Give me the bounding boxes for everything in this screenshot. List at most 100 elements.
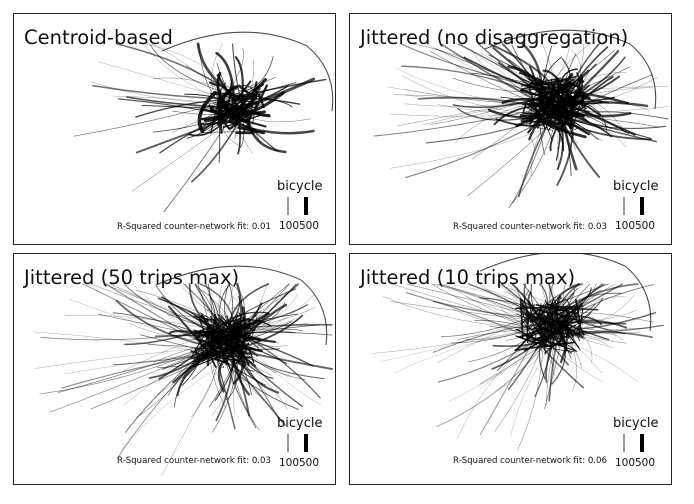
route-segment [557, 84, 587, 110]
route-segment [213, 320, 219, 332]
route-segment [231, 314, 239, 330]
route-segment [534, 283, 609, 313]
route-segment [243, 96, 262, 133]
map-panel-centroid: Centroid-based bicycle 100 500 R-Squared… [13, 13, 336, 245]
legend-title: bicycle [613, 179, 659, 194]
route-segment [519, 298, 524, 339]
route-segment [200, 349, 229, 365]
route-segment [535, 302, 584, 351]
route-segment [204, 354, 251, 364]
legend-line-samples [623, 197, 644, 215]
route-network-map [373, 29, 669, 209]
route-segment [558, 324, 580, 349]
route-lines [32, 265, 333, 477]
route-network-map [372, 254, 664, 450]
route-segment [226, 80, 233, 112]
route-segment [521, 303, 549, 341]
route-segment [570, 87, 653, 98]
route-segment [209, 92, 259, 105]
route-segment [105, 283, 219, 353]
route-lines [373, 29, 669, 209]
route-segment [195, 328, 227, 352]
legend-line-samples [287, 197, 308, 215]
route-segment [193, 322, 247, 360]
route-segment [250, 88, 261, 103]
legend-line-samples [287, 434, 308, 452]
route-segment [566, 299, 578, 320]
route-segment [528, 300, 548, 330]
route-segment [145, 43, 236, 94]
route-segment [566, 311, 592, 332]
route-segment [529, 82, 572, 103]
legend-label-500: 500 [299, 457, 320, 469]
route-lines [372, 254, 664, 450]
route-segment [135, 289, 231, 330]
route-segment [554, 113, 667, 130]
route-segment [394, 327, 552, 374]
route-segment [205, 333, 222, 366]
legend-label-100: 100 [615, 220, 636, 232]
route-segment [135, 99, 226, 118]
legend-label-100: 100 [279, 457, 300, 469]
route-segment [391, 283, 534, 326]
route-segment [525, 308, 531, 340]
route-segment [238, 312, 245, 320]
route-segment [240, 345, 265, 351]
route-segment [523, 119, 528, 122]
legend-title: bicycle [613, 416, 659, 431]
route-segment [544, 305, 549, 320]
route-segment [577, 319, 582, 323]
route-segment [548, 311, 577, 321]
route-segment [541, 283, 556, 313]
route-segment [533, 334, 554, 340]
map-panel-jittered-50-trips: Jittered (50 trips max) bicycle 100 500 … [13, 253, 336, 485]
coastline-route [161, 31, 334, 112]
panel-title: Centroid-based [24, 26, 173, 49]
route-segment [202, 345, 238, 358]
route-segment [209, 81, 220, 88]
route-segment [523, 85, 556, 92]
route-segment [214, 91, 254, 100]
panel-title: Jittered (50 trips max) [24, 266, 240, 289]
route-segment [571, 91, 585, 132]
legend-label-100: 100 [615, 457, 636, 469]
route-segment [210, 83, 256, 108]
route-segment [550, 78, 555, 120]
route-segment [230, 355, 246, 368]
route-segment [551, 340, 566, 385]
route-segment [210, 95, 220, 135]
route-segment [544, 299, 566, 349]
route-segment [229, 328, 321, 399]
route-segment [229, 111, 253, 130]
route-segment [548, 114, 559, 131]
r-squared-fit-label: R-Squared counter-network fit: 0.03 [453, 222, 607, 232]
route-segment [143, 43, 222, 101]
route-segment [194, 315, 209, 317]
route-segment [551, 336, 582, 368]
route-segment [549, 91, 566, 117]
route-segment [49, 347, 213, 413]
r-squared-fit-label: R-Squared counter-network fit: 0.01 [117, 222, 271, 232]
route-segment [541, 325, 578, 352]
route-segment [436, 339, 549, 428]
route-segment [524, 125, 554, 131]
route-segment [527, 79, 577, 87]
route-segment [559, 318, 569, 337]
panel-title: Jittered (10 trips max) [360, 266, 576, 289]
route-segment [196, 318, 249, 342]
map-panel-jittered-10-trips: Jittered (10 trips max) bicycle 100 500 … [349, 253, 672, 485]
route-segment [237, 126, 266, 135]
route-network-map [32, 265, 333, 477]
route-segment [431, 283, 548, 335]
route-lines [73, 31, 334, 213]
route-segment [574, 298, 581, 325]
legend-title: bicycle [277, 416, 323, 431]
route-segment [193, 329, 215, 336]
route-segment [554, 316, 566, 339]
route-segment [570, 74, 653, 112]
route-segment [246, 60, 254, 111]
route-segment [208, 324, 213, 329]
route-segment [149, 43, 222, 93]
legend-line-samples [623, 434, 644, 452]
route-segment [548, 328, 561, 402]
